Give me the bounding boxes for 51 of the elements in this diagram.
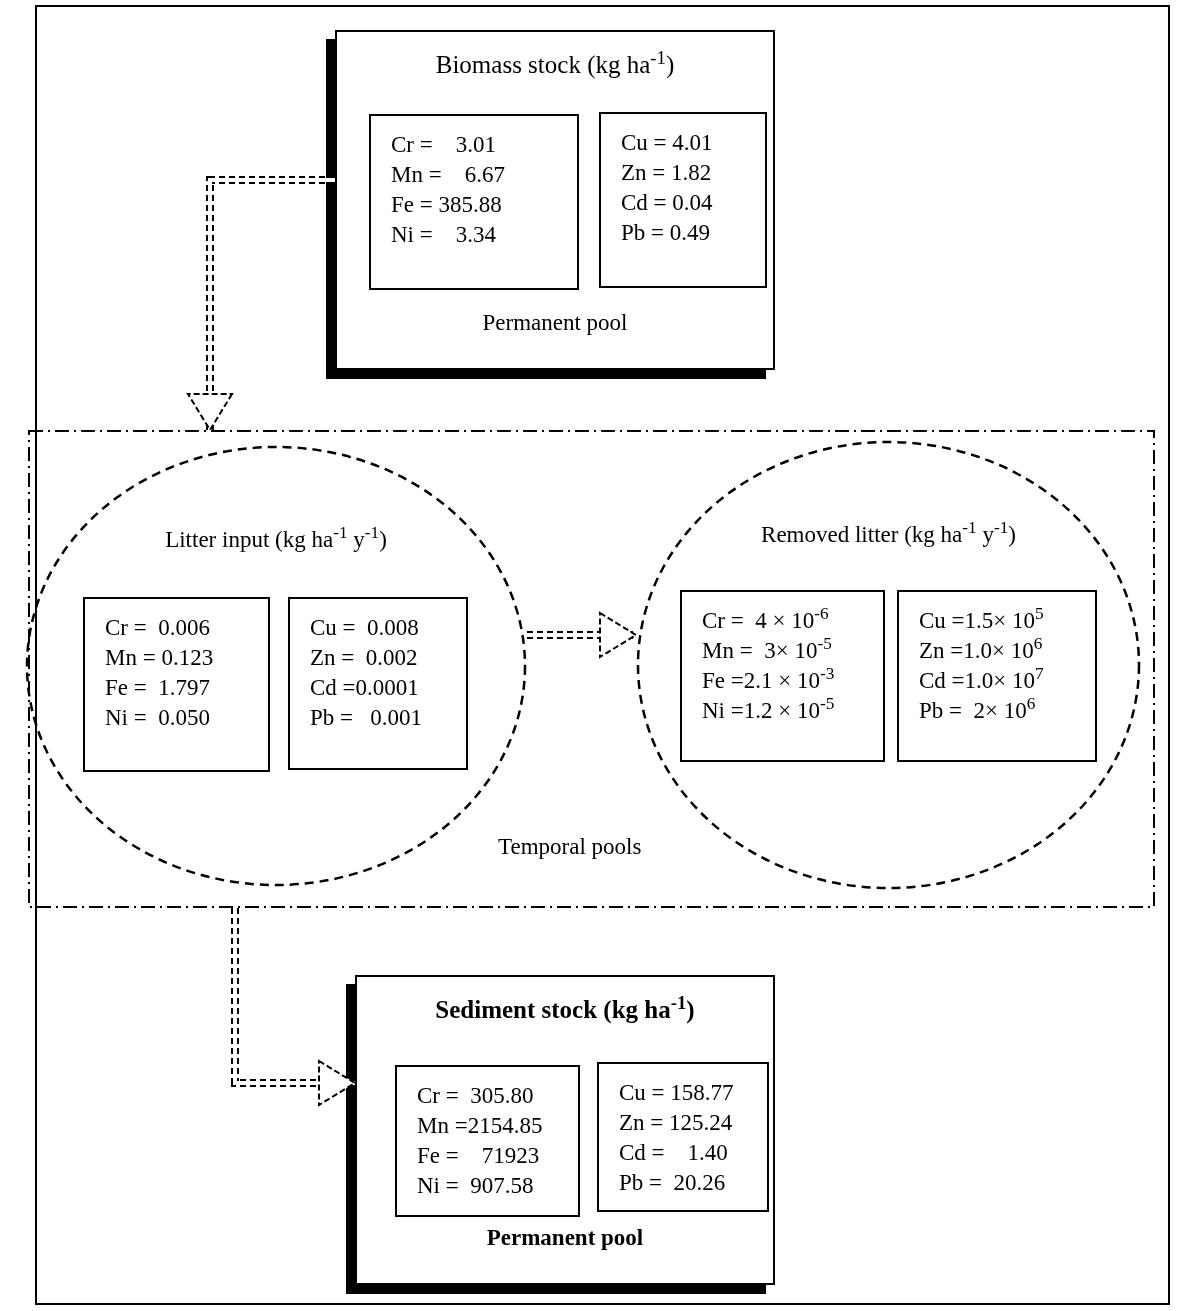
value-line: Cu =1.5× 10$^{5}$ (919, 606, 1045, 635)
value-line: Zn = 0.002 (310, 644, 419, 672)
value-line: Mn = 3× 10$^{-5}$ (702, 636, 833, 665)
values-box (288, 597, 468, 770)
value-line: Zn =1.0× 10$^{6}$ (919, 636, 1044, 665)
pool-group-band (28, 430, 1155, 908)
values-box (395, 1065, 580, 1217)
value-line: Cd = 1.40 (619, 1139, 729, 1167)
value-line: Pb = 0.49 (621, 219, 711, 247)
value-line: Mn = 0.123 (105, 644, 215, 672)
value-line: Zn = 125.24 (619, 1109, 734, 1137)
flow-arrow (231, 908, 356, 1106)
values-box (599, 112, 767, 288)
values-box (680, 590, 885, 762)
value-line: Fe = 71923 (417, 1142, 541, 1170)
value-line: Zn = 1.82 (621, 159, 713, 187)
flow-arrow (527, 612, 637, 658)
value-line: Ni =1.2 × 10$^{-5}$ (702, 696, 836, 725)
value-line: Ni = 907.58 (417, 1172, 535, 1200)
pool-label: Permanent pool (481, 308, 629, 337)
group-label: Temporal pools (498, 833, 642, 861)
values-box (897, 590, 1097, 762)
values-box (369, 114, 579, 290)
value-line: Cd = 0.04 (621, 189, 714, 217)
pool-title: Sediment stock (kg ha$^{-1}$) (434, 991, 696, 1026)
flow-arrow (187, 176, 335, 431)
pool-label: Permanent pool (485, 1223, 645, 1252)
value-line: Cu = 158.77 (619, 1079, 735, 1107)
value-line: Fe =2.1 × 10$^{-3}$ (702, 666, 836, 695)
value-line: Fe = 385.88 (391, 191, 503, 219)
value-line: Pb = 2× 10$^{6}$ (919, 696, 1037, 725)
value-line: Cd =1.0× 10$^{7}$ (919, 666, 1045, 695)
pool-title: Litter input (kg ha$^{-1}$ y$^{-1}$) (164, 523, 388, 554)
pool-title: Biomass stock (kg ha$^{-1}$) (434, 46, 676, 81)
value-line: Cu = 4.01 (621, 129, 714, 157)
value-line: Pb = 20.26 (619, 1169, 727, 1197)
value-line: Cd =0.0001 (310, 674, 420, 702)
value-line: Mn = 6.67 (391, 161, 506, 189)
value-line: Cr = 0.006 (105, 614, 211, 642)
values-box (83, 597, 270, 772)
value-line: Mn =2154.85 (417, 1112, 544, 1140)
value-line: Cu = 0.008 (310, 614, 420, 642)
pool-title: Removed litter (kg ha$^{-1}$ y$^{-1}$) (760, 518, 1017, 549)
value-line: Cr = 3.01 (391, 131, 497, 159)
value-line: Pb = 0.001 (310, 704, 423, 732)
value-line: Ni = 0.050 (105, 704, 211, 732)
value-line: Cr = 305.80 (417, 1082, 535, 1110)
value-line: Ni = 3.34 (391, 221, 497, 249)
value-line: Cr = 4 × 10$^{-6}$ (702, 606, 830, 635)
value-line: Fe = 1.797 (105, 674, 211, 702)
values-box (597, 1062, 769, 1212)
